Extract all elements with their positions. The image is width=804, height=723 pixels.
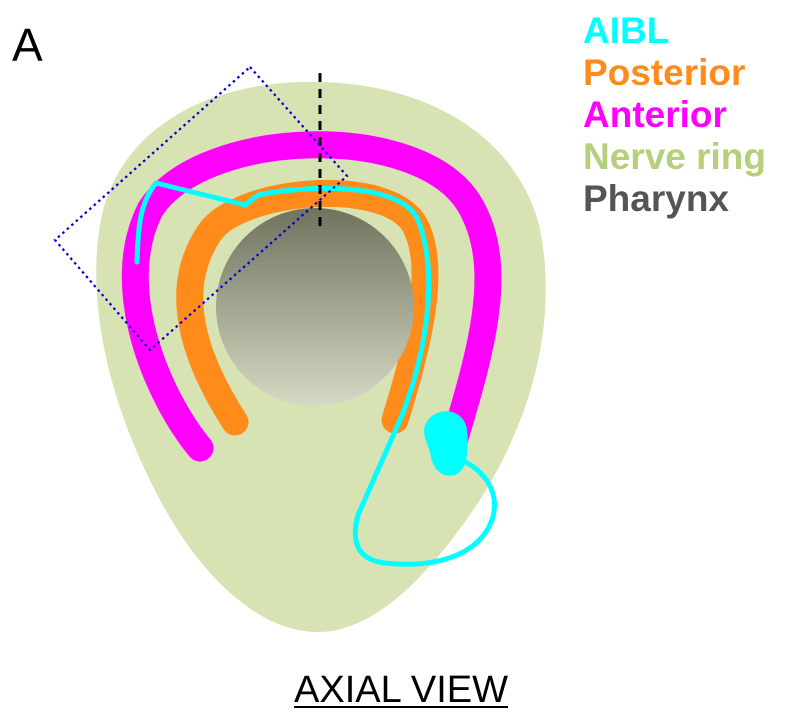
legend-item-pharynx: Pharynx (583, 178, 766, 220)
panel-label: A (12, 22, 43, 68)
view-caption: AXIAL VIEW (0, 671, 804, 709)
legend: AIBL Posterior Anterior Nerve ring Phary… (583, 10, 766, 220)
legend-item-anterior: Anterior (583, 94, 766, 136)
view-caption-text: AXIAL VIEW (294, 669, 508, 711)
legend-item-nerve-ring: Nerve ring (583, 136, 766, 178)
pharynx (216, 208, 414, 406)
legend-item-aibl: AIBL (583, 10, 766, 52)
legend-item-posterior: Posterior (583, 52, 766, 94)
